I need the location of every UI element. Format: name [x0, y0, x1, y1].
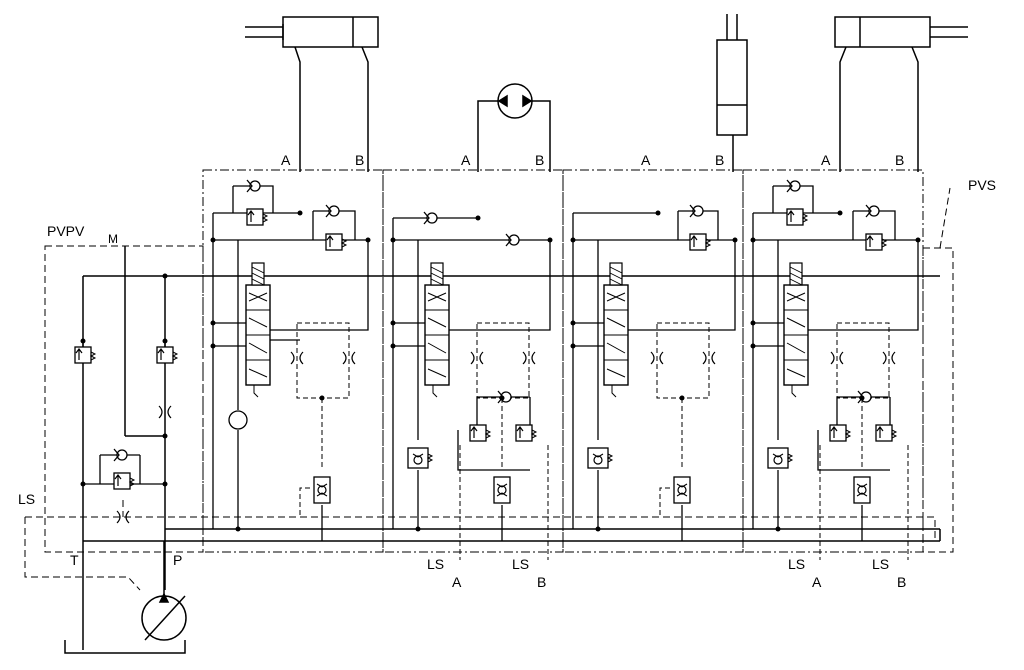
section-4-ls-a-top: LS: [788, 556, 806, 572]
pvpv-box: [44, 245, 204, 553]
cylinder-4: [834, 16, 968, 172]
section-4-ls-a-bottom: A: [812, 574, 822, 590]
section-1-box: [202, 169, 384, 553]
section-2-port-b: B: [535, 152, 545, 168]
section-3-box: [562, 169, 744, 553]
hydraulic-motor: [477, 83, 551, 172]
m-port-label: M: [108, 232, 118, 246]
pvs-label: PVS: [968, 177, 997, 193]
pvpv-label: PVPV: [47, 223, 85, 239]
section-2-port-a: A: [461, 152, 471, 168]
section-4-ls-b-bottom: B: [897, 574, 907, 590]
section-4-port-a: A: [821, 152, 831, 168]
t-port-label: T: [70, 552, 79, 568]
pvs-box: [922, 247, 954, 553]
p-port-label: P: [173, 552, 183, 568]
section-4-ls-b-top: LS: [872, 556, 890, 572]
section-4-port-b: B: [895, 152, 905, 168]
cylinder-1: [245, 16, 379, 172]
section-1-port-b: B: [355, 152, 365, 168]
section-1-port-a: A: [281, 152, 291, 168]
section-3-port-a: A: [641, 152, 651, 168]
pump-symbol: [141, 541, 187, 641]
cylinder-3: [716, 14, 748, 172]
section-2-ls-b-bottom: B: [537, 574, 547, 590]
section-2-box: [382, 169, 564, 553]
ls-main-label: LS: [18, 491, 36, 507]
section-2-ls-b-top: LS: [512, 556, 530, 572]
section-2-ls-a-bottom: A: [452, 574, 462, 590]
section-2-ls-a-top: LS: [427, 556, 445, 572]
section-3-port-b: B: [715, 152, 725, 168]
